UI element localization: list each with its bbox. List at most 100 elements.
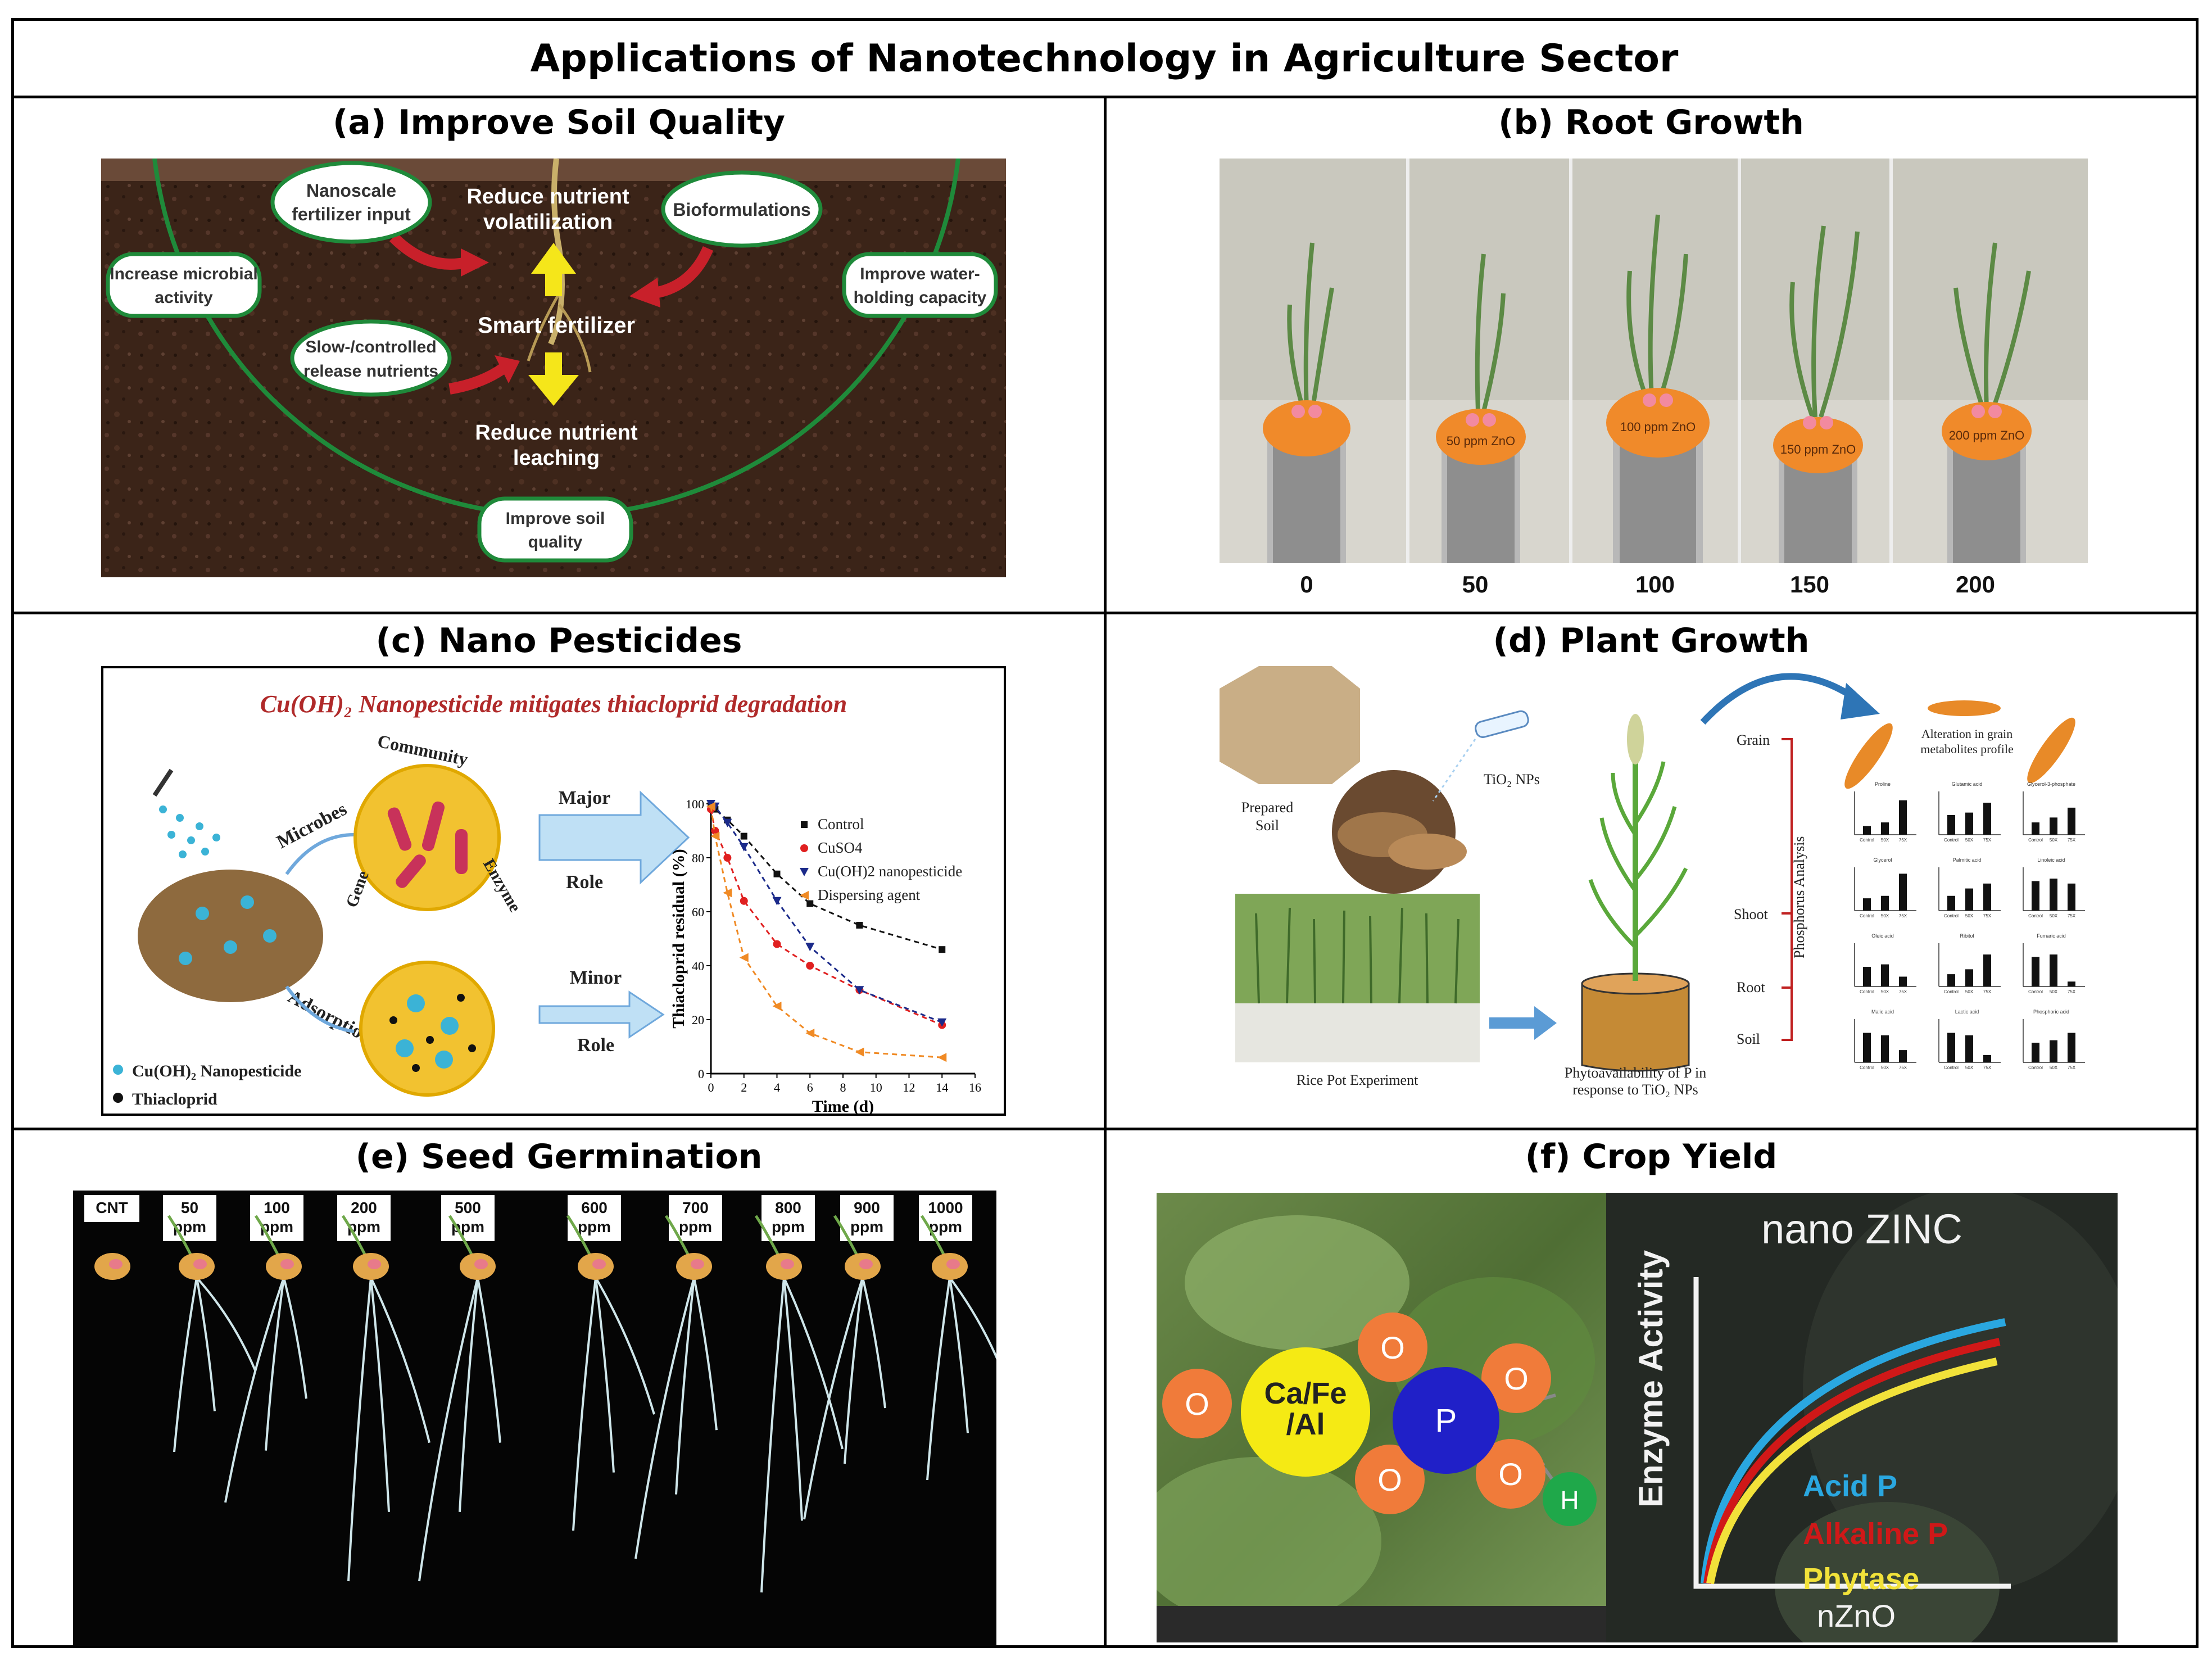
- data-point-3: [710, 831, 720, 841]
- mini-chart-title: Ribitol: [1960, 933, 1974, 939]
- mini-x-label: Control: [1860, 913, 1874, 918]
- mini-x-label: Control: [1860, 838, 1874, 843]
- mini-bar: [1947, 815, 1955, 835]
- dose-tag: [163, 1195, 216, 1241]
- mini-bar: [1863, 1033, 1871, 1062]
- label-volatilization-2: volatilization: [483, 210, 613, 234]
- mini-x-label: 50X: [2050, 913, 2058, 918]
- mini-x-label: 50X: [1965, 913, 1974, 918]
- x-tick-label: 0: [708, 1080, 714, 1094]
- root: [224, 1277, 285, 1503]
- mini-x-label: Control: [1944, 913, 1959, 918]
- mini-chart-title: Fumaric acid: [2037, 933, 2066, 939]
- atom-o-1: O: [1185, 1386, 1209, 1422]
- arrow-to-pot: [1489, 1006, 1557, 1040]
- phyto-label-1: Phytoavailability of P in: [1565, 1065, 1707, 1081]
- y-tick-label: 20: [692, 1013, 704, 1027]
- data-point-1: [773, 940, 781, 948]
- mini-x-label: 75X: [1899, 838, 1907, 843]
- data-point-2: [723, 818, 732, 827]
- dose-tag: [568, 1195, 621, 1241]
- mini-chart-title: Glycerol-3-phosphate: [2027, 781, 2075, 787]
- dose-tag-value: 700: [682, 1199, 709, 1216]
- mini-bar: [1899, 976, 1907, 986]
- seedling-0: [1263, 242, 1350, 563]
- label-nanoscale-1: Nanoscale: [306, 180, 396, 201]
- mini-bar: [1983, 803, 1991, 835]
- root: [196, 1277, 256, 1371]
- data-point-0: [740, 832, 747, 840]
- mini-x-label: 75X: [1983, 913, 1992, 918]
- mini-bar: [2032, 1043, 2039, 1062]
- x-tick-label: 10: [870, 1080, 882, 1094]
- label-nanoscale-2: fertilizer input: [292, 204, 411, 224]
- enzyme-curve-label: Phytase: [1803, 1562, 1919, 1596]
- data-point-2: [706, 800, 715, 808]
- mini-bar: [1947, 895, 1955, 911]
- alteration-label-1: Alteration in grain: [1921, 727, 2013, 741]
- root: [283, 1277, 307, 1399]
- mini-x-label: 50X: [1881, 838, 1889, 843]
- mini-bar: [1881, 964, 1889, 986]
- root: [418, 1277, 479, 1582]
- seed-embryo: [368, 1259, 381, 1269]
- x-label-200: 200: [1956, 571, 1995, 598]
- dose-tag-value: 200: [351, 1199, 377, 1216]
- seedling-150: 150 ppm ZnO: [1773, 225, 1863, 563]
- dose-tag-unit: ppm: [578, 1218, 611, 1235]
- mini-chart-title: Lactic acid: [1955, 1009, 1979, 1015]
- data-point-3: [723, 888, 732, 898]
- data-point-2: [805, 943, 815, 952]
- root: [783, 1277, 803, 1521]
- label-microbial-1: Increase microbial: [110, 265, 257, 283]
- atom-p: P: [1435, 1402, 1457, 1439]
- mini-x-label: 50X: [1965, 1065, 1974, 1070]
- atom-o-4: O: [1377, 1462, 1402, 1497]
- mini-x-label: 50X: [1881, 913, 1889, 918]
- prepared-soil-label-1: Prepared: [1241, 799, 1293, 816]
- panel-d-title: (d) Plant Growth: [1493, 621, 1810, 660]
- mini-bar: [2050, 954, 2057, 986]
- soil-label: Soil: [1737, 1031, 1760, 1047]
- nano-zinc-label: nano ZINC: [1761, 1206, 1962, 1252]
- mini-bar: [2068, 1033, 2075, 1062]
- atom-cafe-1: Ca/Fe: [1264, 1377, 1347, 1410]
- dose-tag-value: 600: [581, 1199, 608, 1216]
- mini-bar: [2032, 822, 2039, 835]
- mini-bar: [2050, 1040, 2057, 1062]
- cap-label-100: 100 ppm ZnO: [1620, 420, 1696, 434]
- mini-x-label: 75X: [1983, 838, 1992, 843]
- mini-bar: [1863, 967, 1871, 986]
- label-major-role: Role: [566, 872, 603, 893]
- dose-tag: [919, 1195, 972, 1241]
- legend-marker-0: [801, 821, 808, 828]
- label-major: Major: [559, 787, 611, 808]
- mini-x-label: Control: [1944, 1065, 1959, 1070]
- data-point-1: [806, 962, 814, 970]
- panel-a-title: (a) Improve Soil Quality: [332, 103, 786, 142]
- mini-chart-title: Glycerol: [1873, 857, 1892, 863]
- dose-tag-unit: ppm: [850, 1218, 883, 1235]
- mini-bar: [2068, 807, 2075, 835]
- cap-label-150: 150 ppm ZnO: [1780, 442, 1856, 456]
- dose-tag-unit: ppm: [679, 1218, 712, 1235]
- label-leaching-1: Reduce nutrient: [475, 421, 638, 445]
- x-tick-label: 16: [969, 1080, 981, 1094]
- mini-bar: [1965, 969, 1973, 986]
- data-point-1: [740, 897, 748, 905]
- seedling-200: 200 ppm ZnO: [1942, 242, 2032, 563]
- dose-tag-value: CNT: [96, 1199, 128, 1216]
- shoot-label: Shoot: [1734, 906, 1768, 922]
- seed-embryo: [592, 1259, 606, 1269]
- root: [459, 1277, 479, 1512]
- seed-embryo: [280, 1259, 294, 1269]
- chart-y-label: Thiacloprid residual (%): [669, 849, 688, 1028]
- mini-bar: [2050, 879, 2057, 911]
- x-label-50: 50: [1462, 571, 1489, 598]
- label-volatilization-1: Reduce nutrient: [466, 185, 629, 209]
- root: [595, 1277, 615, 1473]
- seed-embryo: [946, 1259, 960, 1269]
- seed-embryo: [109, 1259, 123, 1269]
- label-water-1: Improve water-: [860, 265, 980, 283]
